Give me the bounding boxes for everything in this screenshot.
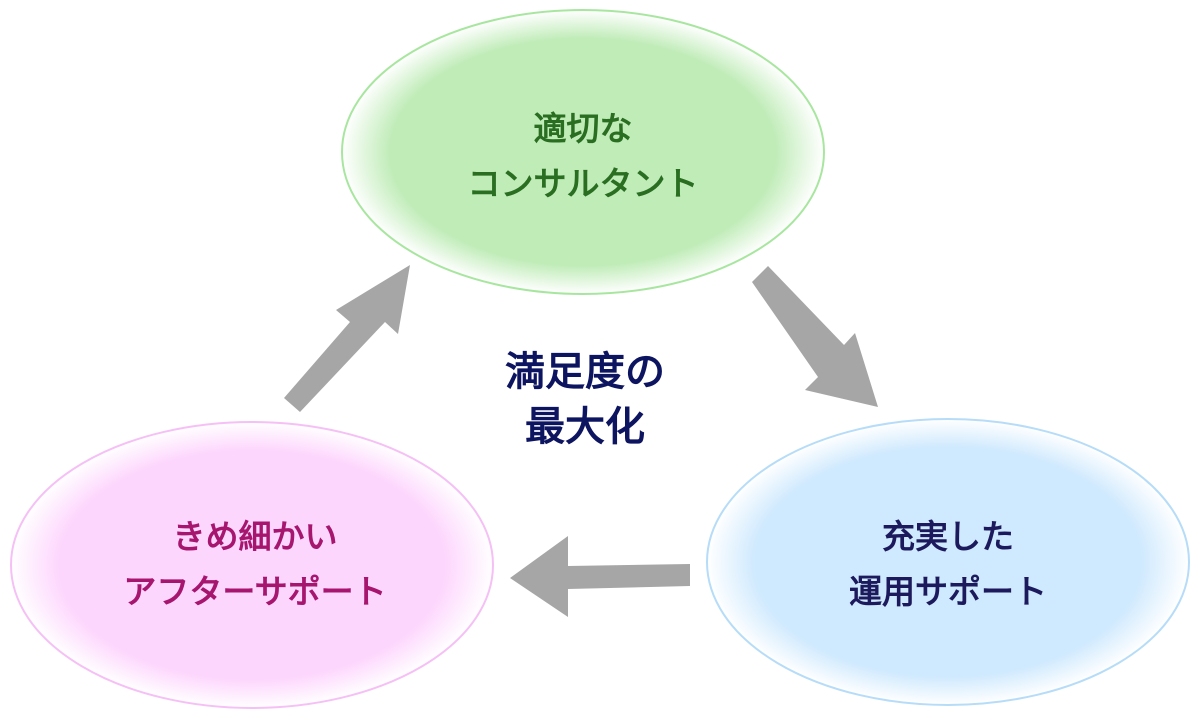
aftersupport-ellipse	[10, 421, 494, 709]
center-label: 満足度の 最大化	[505, 349, 665, 450]
node-consultant: 適切な コンサルタント	[341, 9, 825, 295]
consultant-line2: コンサルタント	[468, 164, 699, 203]
consultant-line1: 適切な	[534, 109, 633, 148]
operation-line1: 充実した	[882, 517, 1014, 556]
center-line1: 満足度の	[505, 349, 665, 395]
operation-line2: 運用サポート	[849, 572, 1047, 611]
arrow-to-operation	[752, 266, 878, 407]
aftersupport-line1: きめ細かい	[173, 517, 338, 556]
node-aftersupport: きめ細かい アフターサポート	[10, 421, 494, 709]
center-line2: 最大化	[525, 404, 645, 450]
node-operation: 充実した 運用サポート	[706, 418, 1190, 706]
consultant-ellipse	[341, 9, 825, 295]
arrow-to-consultant	[284, 265, 410, 412]
arrow-to-aftersupport	[510, 536, 690, 617]
aftersupport-line2: アフターサポート	[123, 572, 386, 611]
operation-ellipse	[706, 418, 1190, 706]
